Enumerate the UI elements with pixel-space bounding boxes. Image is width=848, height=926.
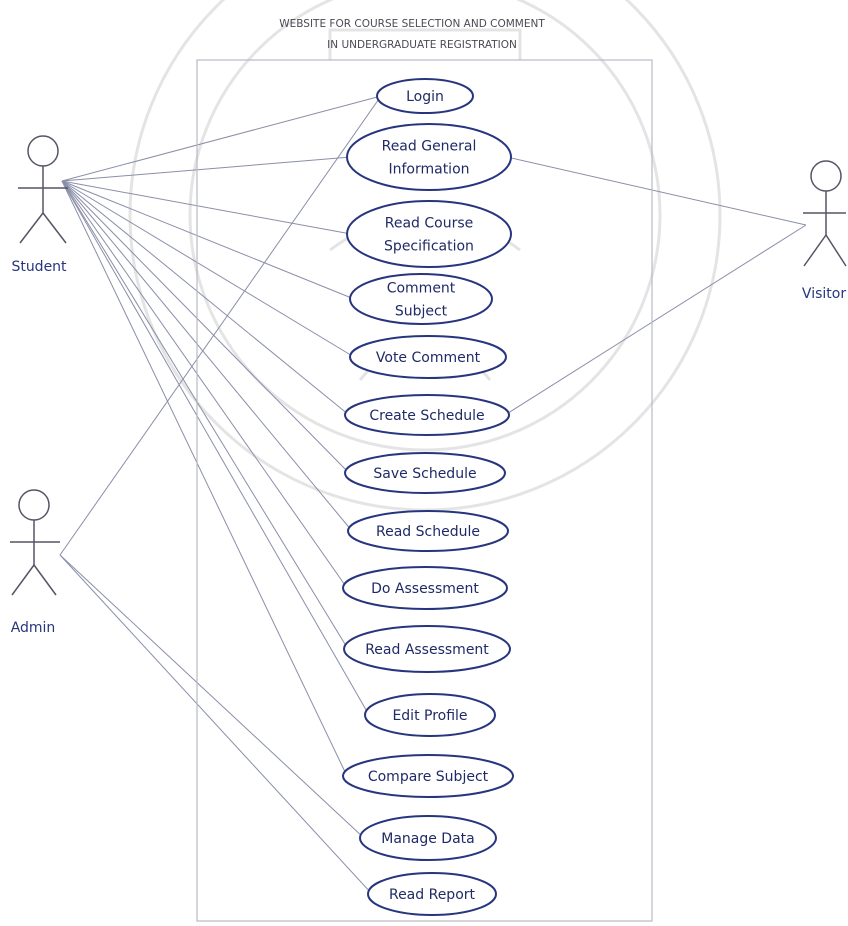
use-case-label: Compare Subject	[368, 769, 489, 785]
actor-student-head	[27, 135, 59, 167]
use-case-read-schedule[interactable]: Read Schedule	[347, 510, 509, 552]
association-student-compare-subject	[61, 180, 348, 777]
association-visitor-read-general-information	[506, 156, 807, 226]
use-case-ellipse	[376, 78, 474, 114]
association-student-read-course-specification	[61, 180, 352, 235]
use-case-ellipse	[359, 815, 497, 861]
association-admin-read-report	[59, 554, 373, 895]
association-admin-manage-data	[59, 554, 365, 839]
association-student-create-schedule	[61, 180, 350, 416]
use-case-label: Create Schedule	[369, 408, 484, 424]
use-case-label: Read Course	[385, 216, 474, 232]
association-student-login	[61, 95, 382, 182]
association-student-vote-comment	[61, 180, 355, 358]
use-case-label: Do Assessment	[371, 581, 479, 597]
use-case-ellipse	[343, 625, 511, 673]
system-boundary	[196, 59, 653, 922]
use-case-create-schedule[interactable]: Create Schedule	[344, 394, 510, 436]
use-case-label: Vote Comment	[376, 350, 481, 366]
use-case-label: Read Report	[389, 887, 476, 903]
use-case-label: Save Schedule	[373, 466, 476, 482]
use-case-login[interactable]: Login	[376, 78, 474, 114]
use-case-ellipse	[367, 872, 497, 916]
use-case-ellipse	[346, 123, 512, 191]
actor-admin-label: Admin	[11, 620, 56, 636]
use-case-ellipse	[349, 273, 493, 325]
use-case-ellipse	[349, 335, 507, 379]
association-lines	[59, 95, 807, 895]
actor-admin-head	[18, 489, 50, 521]
use-case-ellipse	[347, 510, 509, 552]
use-case-compare-subject[interactable]: Compare Subject	[342, 754, 514, 798]
use-case-manage-data[interactable]: Manage Data	[359, 815, 497, 861]
use-case-label: Edit Profile	[392, 708, 467, 724]
association-admin-login	[59, 95, 382, 556]
system-title-line-1: WEBSITE FOR COURSE SELECTION AND COMMENT	[279, 18, 545, 30]
association-visitor-create-schedule	[504, 224, 807, 416]
association-student-read-schedule	[61, 180, 353, 532]
use-case-ellipse	[344, 394, 510, 436]
use-case-do-assessment[interactable]: Do Assessment	[342, 566, 508, 610]
use-case-ellipse	[342, 754, 514, 798]
association-student-read-general-information	[61, 156, 352, 182]
use-case-ellipse	[344, 452, 506, 494]
use-case-label: Read Schedule	[376, 524, 480, 540]
actor-admin[interactable]: Admin	[10, 489, 60, 636]
association-student-save-schedule	[61, 180, 350, 474]
system-title-line-2: IN UNDERGRADUATE REGISTRATION	[327, 39, 517, 51]
use-case-label: Manage Data	[381, 831, 475, 847]
actor-student[interactable]: Student	[11, 135, 68, 275]
association-student-comment-subject	[61, 180, 355, 300]
actor-student-label: Student	[11, 259, 67, 275]
use-case-ellipse	[364, 693, 496, 737]
use-case-label: Subject	[395, 304, 448, 320]
use-case-vote-comment[interactable]: Vote Comment	[349, 335, 507, 379]
association-student-edit-profile	[61, 180, 370, 716]
use-case-label: Read General	[382, 139, 477, 155]
use-case-label: Specification	[384, 239, 474, 255]
association-student-read-assessment	[61, 180, 349, 650]
use-case-label: Login	[406, 89, 444, 105]
use-case-label: Information	[388, 162, 469, 178]
use-case-edit-profile[interactable]: Edit Profile	[364, 693, 496, 737]
actor-visitor-head	[810, 160, 842, 192]
actor-visitor[interactable]: Visitor	[802, 160, 847, 302]
use-case-ellipse	[342, 566, 508, 610]
use-case-read-assessment[interactable]: Read Assessment	[343, 625, 511, 673]
use-case-save-schedule[interactable]: Save Schedule	[344, 452, 506, 494]
actor-visitor-label: Visitor	[802, 286, 846, 302]
use-case-ellipse	[346, 200, 512, 268]
use-case-read-report[interactable]: Read Report	[367, 872, 497, 916]
use-case-label: Comment	[387, 281, 456, 297]
use-case-label: Read Assessment	[365, 642, 489, 658]
association-student-do-assessment	[61, 180, 348, 589]
